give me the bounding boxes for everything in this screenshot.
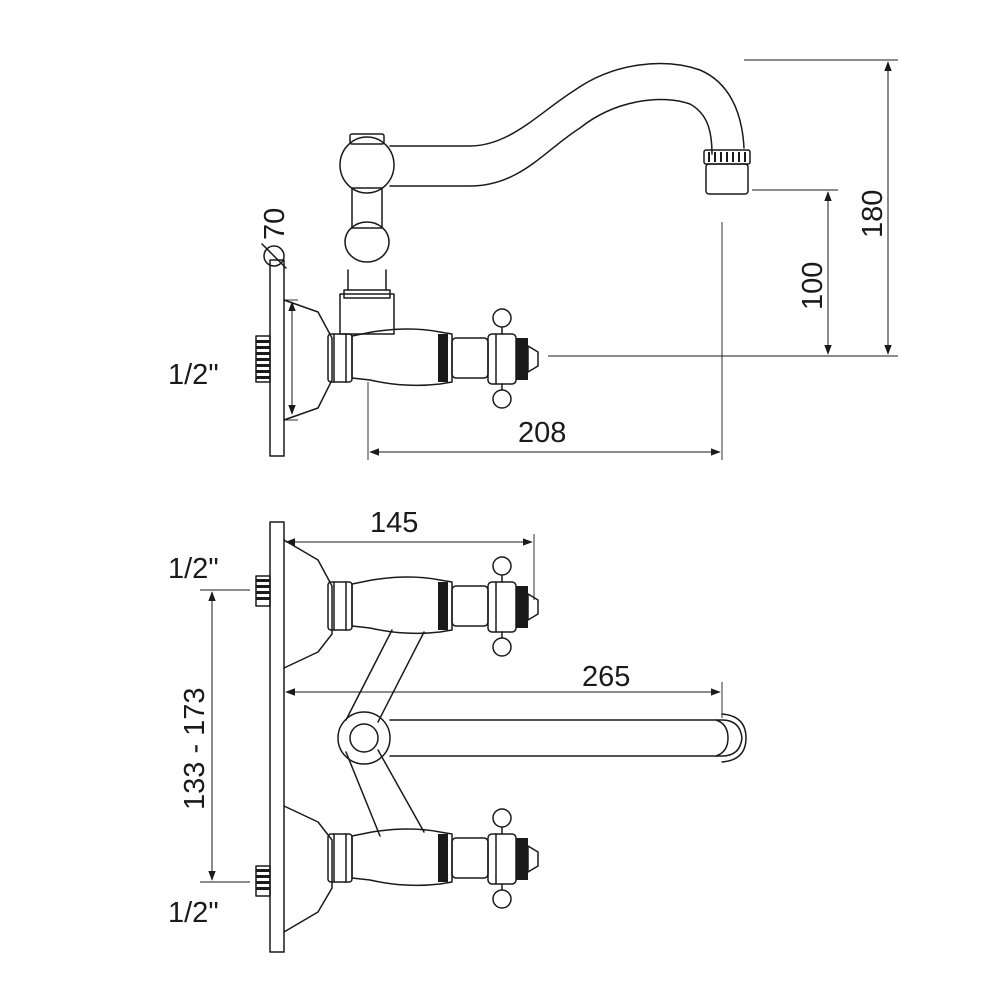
escutcheon-flange: [283, 299, 333, 421]
riser-base: [339, 293, 395, 335]
valve-body: [351, 328, 453, 387]
wall-plate: [269, 259, 285, 457]
dim-100-text: 100: [797, 262, 829, 310]
swan-neck-spout: [389, 62, 745, 187]
swivel-ball: [339, 136, 395, 194]
top-cross-handle-lower: [492, 637, 512, 657]
bottom-escutcheon: [283, 805, 333, 933]
top-threaded-inlet: [255, 575, 271, 607]
dim-145-text: 145: [370, 507, 418, 539]
dim-center-distance-text: 133 - 173: [179, 687, 211, 810]
cross-handle-bottom: [492, 389, 512, 409]
side-view: 70 180 100 208 1/2": [168, 59, 898, 460]
cross-handle-top: [492, 308, 512, 328]
bottom-valve: [327, 808, 539, 909]
spout-hub-outer: [337, 711, 391, 765]
thread-label-top: 1/2": [168, 553, 219, 585]
valve-band: [438, 334, 448, 382]
dim-208-text: 208: [518, 417, 566, 449]
front-wall-plate: [269, 521, 285, 953]
handle-bonnet: [487, 333, 517, 385]
bottom-threaded-inlet: [255, 865, 271, 897]
riser-bead: [344, 221, 390, 263]
upper-crossover-arm: [345, 629, 425, 723]
top-cross-handle-upper: [492, 556, 512, 576]
thread-size-label: 1/2": [168, 359, 219, 391]
dim-265-text: 265: [582, 661, 630, 693]
bottom-cross-handle-upper: [492, 808, 512, 828]
thread-label-bottom: 1/2": [168, 897, 219, 929]
top-escutcheon: [283, 539, 333, 669]
aerator: [703, 149, 751, 195]
front-view: 145 265 133 - 173 1/2" 1/2": [168, 507, 747, 953]
threaded-inlet: [255, 335, 271, 383]
diameter-symbol: [263, 245, 285, 267]
lower-crossover-arm: [345, 749, 425, 837]
top-valve: [327, 556, 539, 657]
bottom-cross-handle-lower: [492, 889, 512, 909]
front-spout: [389, 719, 743, 757]
diameter-label: 70: [259, 208, 291, 269]
dim-diameter-text: 70: [259, 208, 291, 240]
spout-hub-inner: [349, 723, 379, 753]
dim-180-text: 180: [857, 190, 889, 238]
